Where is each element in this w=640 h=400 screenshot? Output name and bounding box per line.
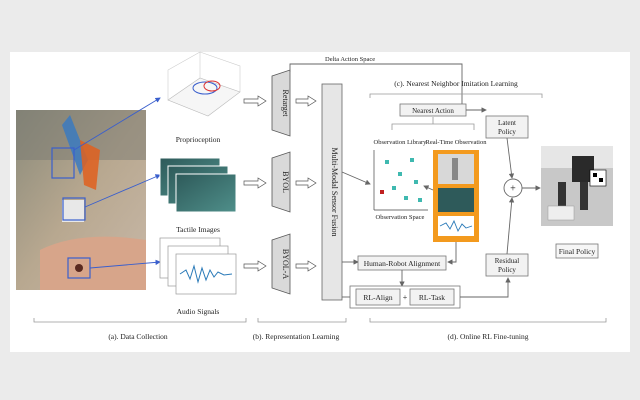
residual-policy-label-2: Policy: [498, 266, 516, 274]
rl-align-box: [355, 288, 401, 306]
audio-signals-stack: [159, 237, 237, 295]
multimodal-fusion-block: Multi-Modal Sensor Fusion: [321, 83, 343, 301]
human-demo-photo: [16, 110, 146, 290]
retarget-block: Retarget: [271, 69, 291, 137]
rl-plus: +: [403, 293, 408, 302]
realtime-observation-panel: [433, 150, 479, 242]
rl-task-label: RL-Task: [419, 293, 445, 302]
robot-photo: [541, 146, 613, 226]
observation-space-label: Observation Space: [376, 214, 425, 221]
residual-policy-label-1: Residual: [495, 257, 520, 265]
proprioception-label: Proprioception: [176, 135, 221, 144]
final-policy-box: [555, 243, 599, 259]
online-rl-label: (d). Online RL Fine-tuning: [448, 332, 529, 341]
latent-policy-label-1: Latent: [498, 119, 516, 127]
sum-symbol: +: [510, 184, 516, 195]
tactile-images-stack: [159, 157, 237, 213]
realtime-observation-label: Real-Time Observation: [426, 139, 488, 146]
byol-a-block: BYOL-A: [271, 233, 291, 295]
byol-block: BYOL: [271, 151, 291, 213]
proprioception-plot: [167, 51, 241, 117]
byol-a-label: BYOL-A: [281, 249, 290, 279]
latent-policy-label-2: Policy: [498, 128, 516, 136]
retarget-label: Retarget: [281, 90, 290, 118]
modality-to-encoder-arrows: [243, 95, 267, 272]
rl-task-box: [409, 288, 455, 306]
data-collection-label: (a). Data Collection: [108, 332, 168, 341]
proprio-sensor-marker: [51, 147, 75, 179]
nearest-action-label: Nearest Action: [412, 107, 454, 115]
observation-scatter: [373, 150, 428, 211]
final-policy-label: Final Policy: [559, 247, 596, 256]
nn-imitation-header: (c). Nearest Neighbor Imitation Learning: [394, 79, 518, 88]
fusion-label: Multi-Modal Sensor Fusion: [330, 148, 339, 237]
tactile-images-label: Tactile Images: [176, 225, 220, 234]
delta-action-space-label: Delta Action Space: [325, 56, 375, 63]
alignment-label: Human-Robot Alignment: [364, 259, 441, 268]
audio-signals-label: Audio Signals: [177, 307, 220, 316]
rl-align-label: RL-Align: [363, 293, 392, 302]
byol-label: BYOL: [281, 171, 290, 193]
tactile-sensor-marker: [62, 197, 86, 221]
observation-library-label: Observation Library: [374, 139, 428, 146]
representation-learning-label: (b). Representation Learning: [253, 332, 340, 341]
encoder-to-fusion-arrows: [295, 95, 317, 272]
